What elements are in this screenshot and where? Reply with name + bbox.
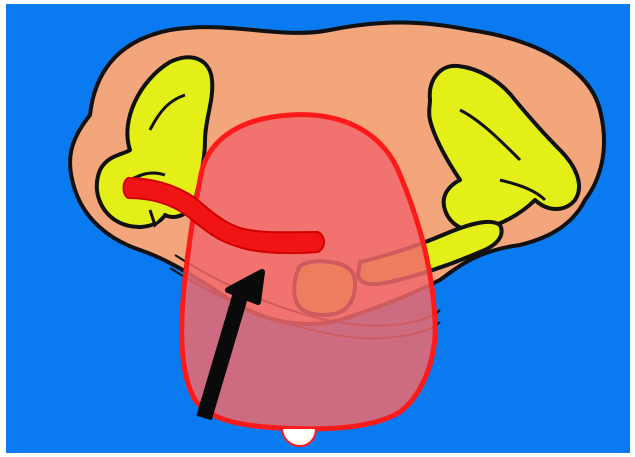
diagram-canvas	[0, 0, 635, 457]
anatomical-illustration	[0, 0, 635, 457]
